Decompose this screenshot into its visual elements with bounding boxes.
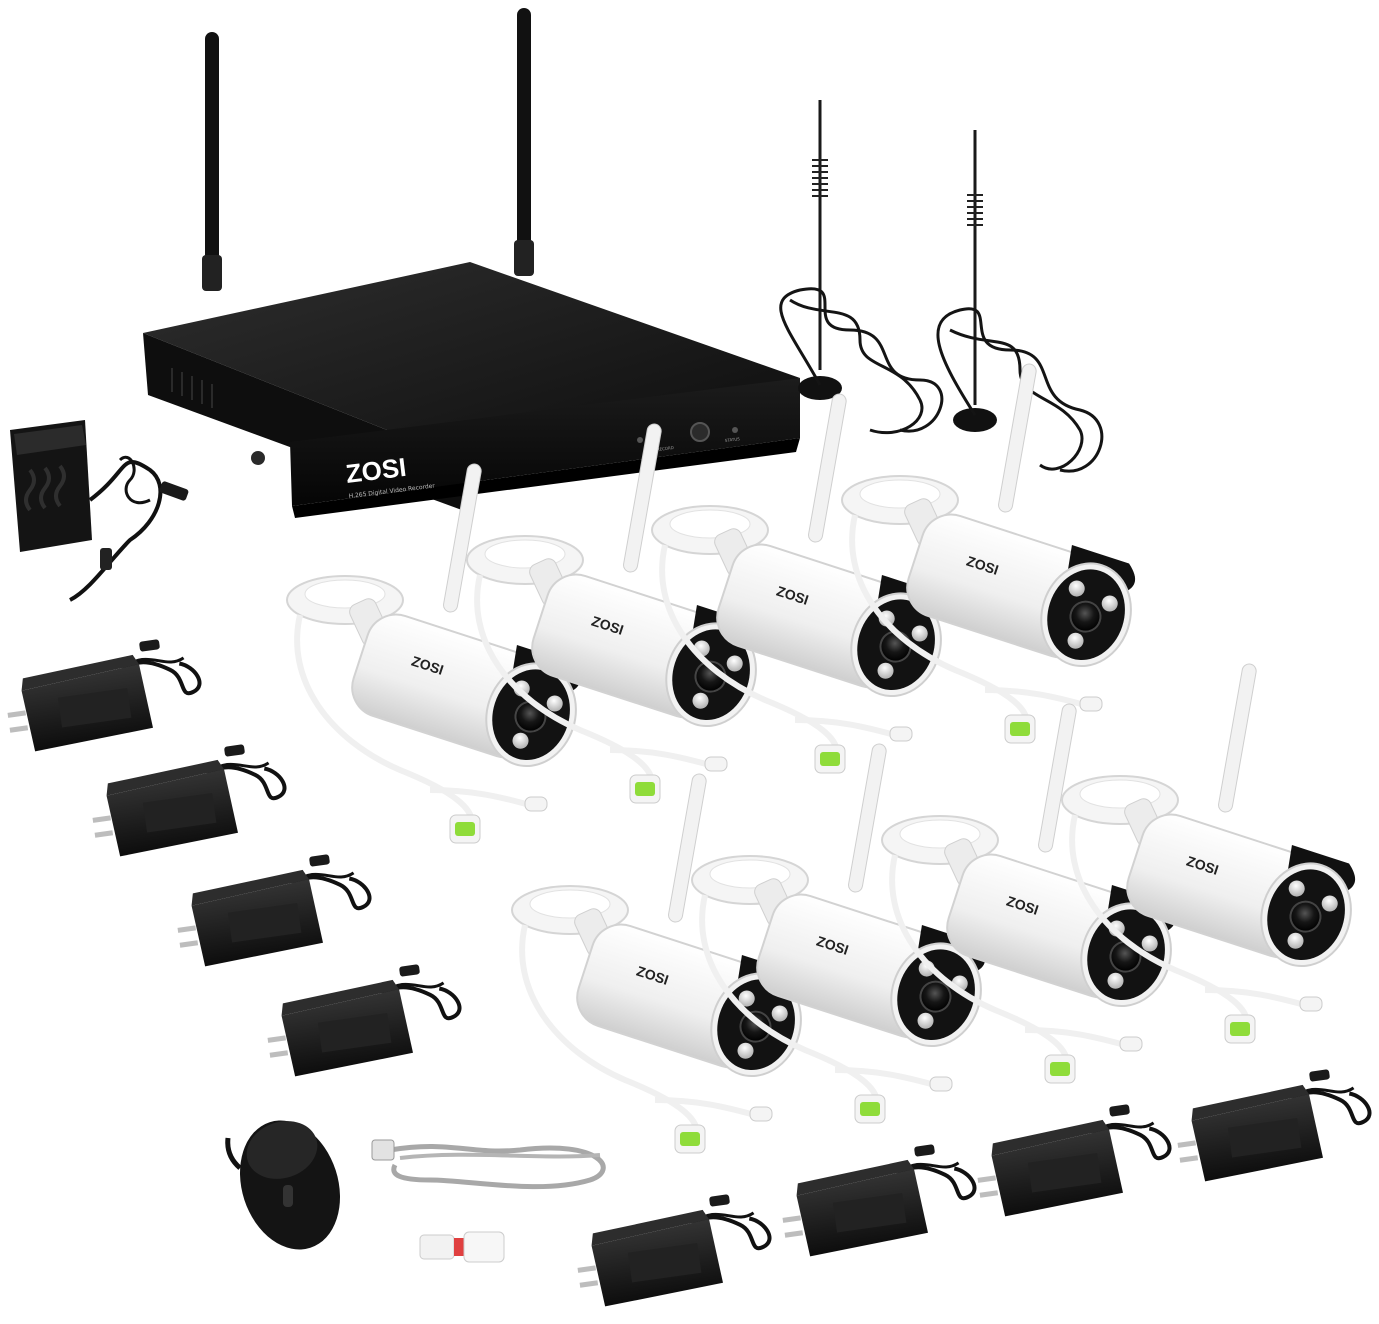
nvr-led-status-label: STATUS xyxy=(725,436,741,443)
nvr-recorder: ZOSI H.265 Digital Video Recorder RECORD… xyxy=(143,8,800,518)
waterproof-connector xyxy=(419,1231,505,1263)
extension-antenna-2 xyxy=(936,130,1104,473)
nvr-brand-label: ZOSI xyxy=(344,452,408,489)
power-adapter xyxy=(7,639,202,752)
extension-antenna-1 xyxy=(779,100,944,435)
usb-mouse xyxy=(225,1120,340,1250)
wifi-camera: ZOSI xyxy=(1061,663,1356,1044)
power-adapter xyxy=(1177,1069,1372,1182)
wifi-camera: ZOSI xyxy=(841,363,1136,744)
network-cable xyxy=(371,1139,606,1190)
power-adapter xyxy=(92,744,287,857)
camera-adapter-group xyxy=(7,639,1372,1307)
nvr-power-adapter xyxy=(10,420,189,602)
power-adapter xyxy=(177,854,372,967)
power-adapter xyxy=(577,1194,772,1307)
nvr-antenna-left xyxy=(202,32,222,291)
nvr-antenna-right xyxy=(514,8,534,276)
power-adapter xyxy=(977,1104,1172,1217)
power-adapter xyxy=(267,964,462,1077)
wifi-camera: ZOSI xyxy=(651,393,946,774)
power-adapter xyxy=(782,1144,977,1257)
nvr-led-record-label: RECORD xyxy=(657,445,675,452)
wifi-camera: ZOSI xyxy=(466,423,761,804)
wifi-camera: ZOSI xyxy=(286,463,581,844)
wifi-camera: ZOSI xyxy=(881,703,1176,1084)
